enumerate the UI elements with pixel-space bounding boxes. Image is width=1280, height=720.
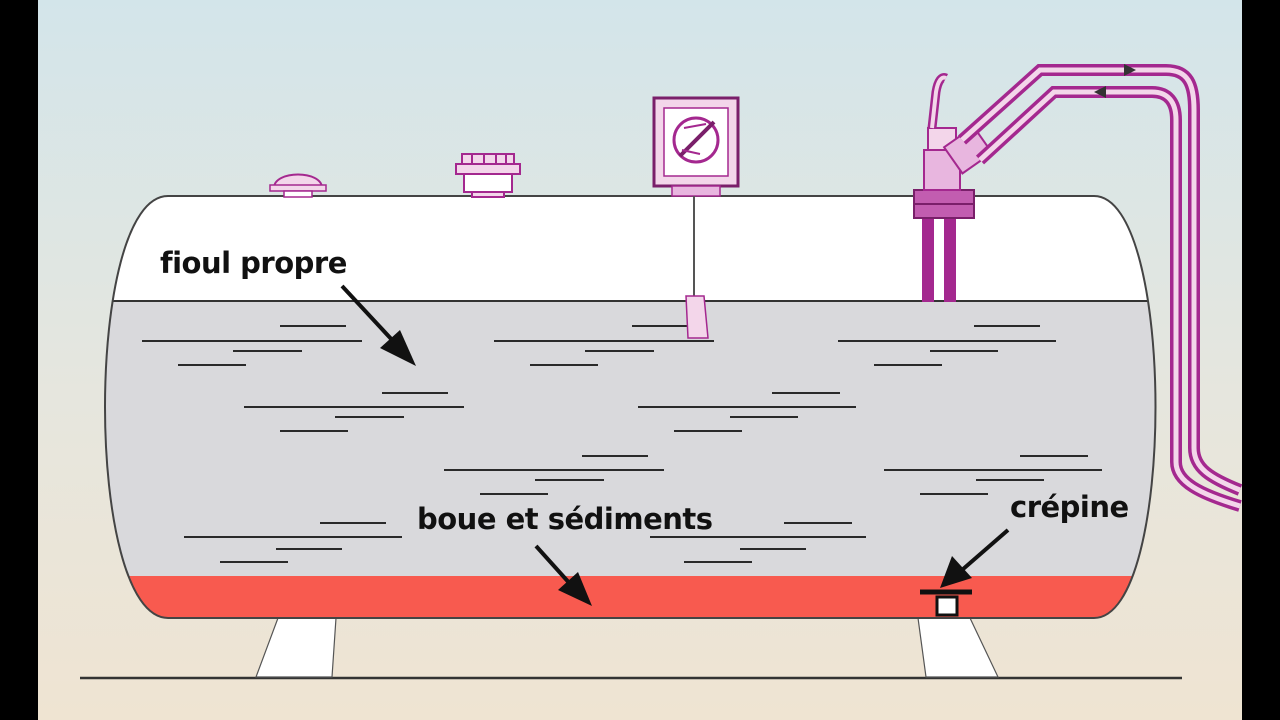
pointer-arrow-icon-strainer — [940, 528, 1010, 588]
tank-shell — [104, 195, 1157, 619]
label-sludge-sediments: boue et sédiments — [417, 502, 713, 536]
clean-fuel-zone — [105, 302, 1156, 576]
suction-return-head-icon — [913, 73, 994, 302]
label-strainer: crépine — [1010, 490, 1129, 524]
strainer-icon — [920, 589, 972, 617]
air-space — [105, 196, 1156, 302]
supply-return-pipes — [957, 64, 1243, 512]
fuel-ripples — [142, 325, 1102, 563]
frame-left — [0, 0, 38, 720]
vent-cap-icon — [269, 173, 327, 198]
label-clean-fuel: fioul propre — [160, 246, 347, 280]
level-gauge-icon — [652, 96, 740, 339]
pointer-arrow-icon-sludge — [534, 544, 592, 606]
frame-right — [1242, 0, 1280, 720]
tank-contents — [105, 196, 1156, 618]
sludge-zone — [105, 576, 1156, 618]
fill-cap-icon — [455, 153, 521, 198]
pointer-arrow-icon — [340, 284, 416, 366]
